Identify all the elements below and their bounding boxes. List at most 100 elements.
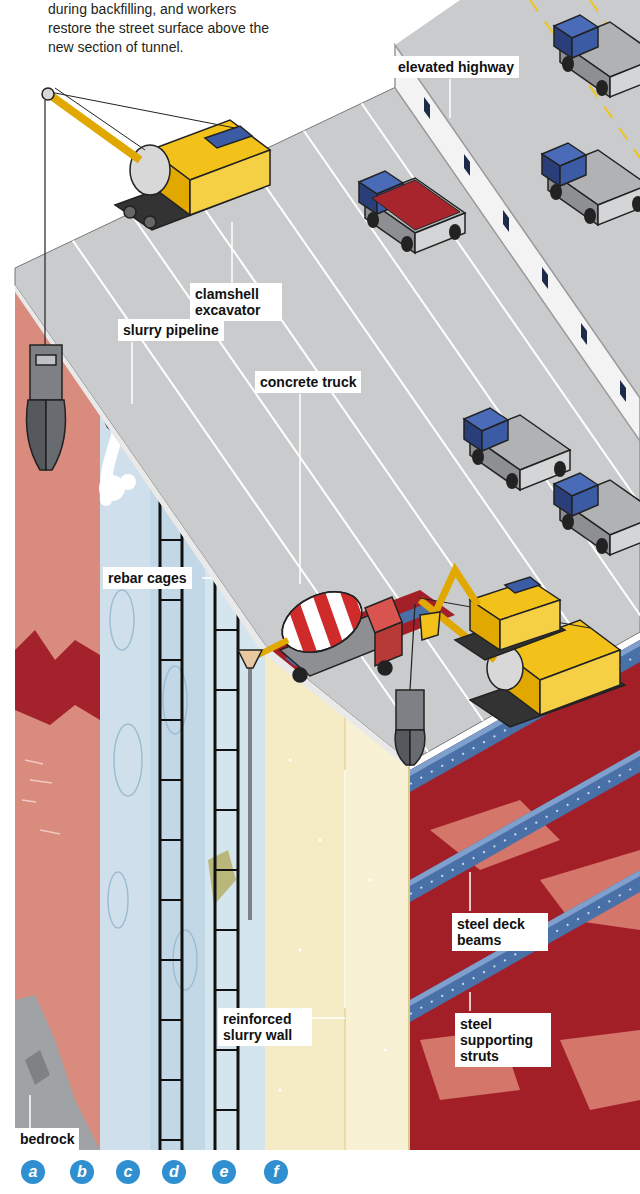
backhoe-excavator	[420, 612, 440, 640]
rebar-cage	[159, 500, 162, 1150]
concrete-truck	[238, 573, 402, 682]
clamshell-excavator	[27, 88, 626, 765]
backhoe-excavator	[470, 600, 500, 650]
callout-letter: f	[264, 1160, 288, 1184]
clamshell-excavator	[205, 126, 252, 148]
dump-truck	[359, 171, 640, 555]
leader-line	[469, 872, 471, 911]
excavation-pit	[410, 750, 640, 902]
leader-line	[344, 770, 346, 1008]
callout-letter: e	[212, 1160, 236, 1184]
part-label: bedrock	[15, 1128, 79, 1150]
slurry-wall	[299, 949, 302, 952]
slurry-wall	[319, 839, 322, 842]
part-label: steel deck beams	[452, 913, 548, 951]
callout-letter: d	[162, 1160, 186, 1184]
clamshell-excavator	[396, 690, 424, 730]
leader-line	[29, 1095, 31, 1128]
clamshell-excavator	[55, 88, 145, 150]
clamshell-excavator	[50, 95, 140, 160]
clamshell-excavator	[30, 345, 62, 400]
slurry-trench	[120, 474, 136, 490]
slurry-trench	[100, 407, 150, 1150]
callout-letter: a	[21, 1160, 45, 1184]
slurry-wall	[279, 1089, 282, 1092]
elevated-highway	[581, 323, 587, 345]
clamshell-excavator	[540, 650, 620, 715]
leader-line	[30, 79, 470, 1128]
clamshell-excavator	[124, 206, 136, 218]
elevated-highway	[424, 97, 626, 402]
slurry-trench	[208, 850, 236, 905]
excavation-pit	[560, 1030, 640, 1110]
soil-column	[22, 760, 60, 834]
leader-line	[231, 222, 233, 283]
slurry-wall	[384, 1049, 387, 1052]
clamshell-excavator	[44, 100, 45, 345]
soil-column	[15, 995, 100, 1150]
backhoe-excavator	[420, 570, 565, 660]
rebar-cage	[248, 668, 252, 920]
clamshell-excavator	[410, 604, 415, 690]
clamshell-excavator	[410, 730, 425, 765]
soil-column	[15, 285, 100, 1150]
rebar-cage	[160, 540, 182, 1140]
concrete-truck	[273, 580, 372, 664]
clamshell-excavator	[46, 400, 66, 470]
elevated-highway	[424, 97, 430, 119]
clamshell-excavator	[144, 216, 156, 228]
slurry-wall	[345, 709, 410, 1150]
clamshell-excavator	[190, 150, 270, 215]
elevated-highway	[503, 210, 509, 232]
part-label: reinforced slurry wall	[218, 1008, 312, 1046]
leader-line	[131, 342, 133, 404]
slurry-wall	[344, 709, 346, 1150]
slurry-wall	[289, 759, 292, 762]
concrete-truck	[285, 595, 320, 665]
rebar-cage	[214, 578, 217, 1150]
clamshell-excavator	[36, 355, 56, 365]
concrete-truck	[378, 661, 392, 675]
elevated-highway	[542, 143, 640, 225]
slurry-wall	[265, 645, 345, 1150]
concrete-truck	[375, 622, 402, 666]
soil-column	[25, 1050, 50, 1085]
slurry-trench	[108, 872, 128, 928]
concrete-truck	[258, 640, 288, 655]
leader-line	[202, 577, 212, 579]
clamshell-excavator	[50, 92, 235, 128]
soil-column	[15, 285, 100, 1150]
leader-line	[449, 79, 451, 118]
part-label: steel supporting struts	[455, 1013, 551, 1067]
excavation-pit	[410, 750, 640, 886]
clamshell-excavator	[395, 730, 410, 765]
part-label: slurry pipeline	[118, 319, 224, 341]
backhoe-excavator	[505, 577, 540, 593]
slurry-trench	[205, 559, 265, 1150]
callout-letter: b	[70, 1160, 94, 1184]
street-deck	[73, 241, 573, 961]
part-label: elevated highway	[393, 56, 519, 78]
concrete-truck	[293, 668, 307, 682]
slurry-trench	[114, 724, 142, 796]
backhoe-excavator	[500, 600, 560, 650]
elevated-highway	[542, 267, 548, 289]
leader-line	[469, 992, 471, 1011]
soil-column	[15, 630, 100, 725]
elevated-highway	[620, 380, 626, 402]
excavation-pit	[410, 870, 640, 1022]
dump-truck	[359, 171, 465, 253]
slurry-wall	[369, 879, 372, 882]
clamshell-excavator	[42, 88, 54, 100]
part-label: concrete truck	[255, 371, 361, 393]
slurry-trench	[110, 590, 134, 650]
dump-truck	[372, 180, 460, 230]
part-label: rebar cages	[103, 567, 192, 589]
excavation-pit	[410, 870, 640, 1006]
elevated-highway	[464, 154, 470, 176]
caption-text: during backfilling, and workers restore …	[48, 0, 276, 57]
leader-line	[299, 394, 301, 584]
part-label: clamshell excavator	[190, 283, 282, 321]
slurry-wall	[408, 762, 410, 1150]
